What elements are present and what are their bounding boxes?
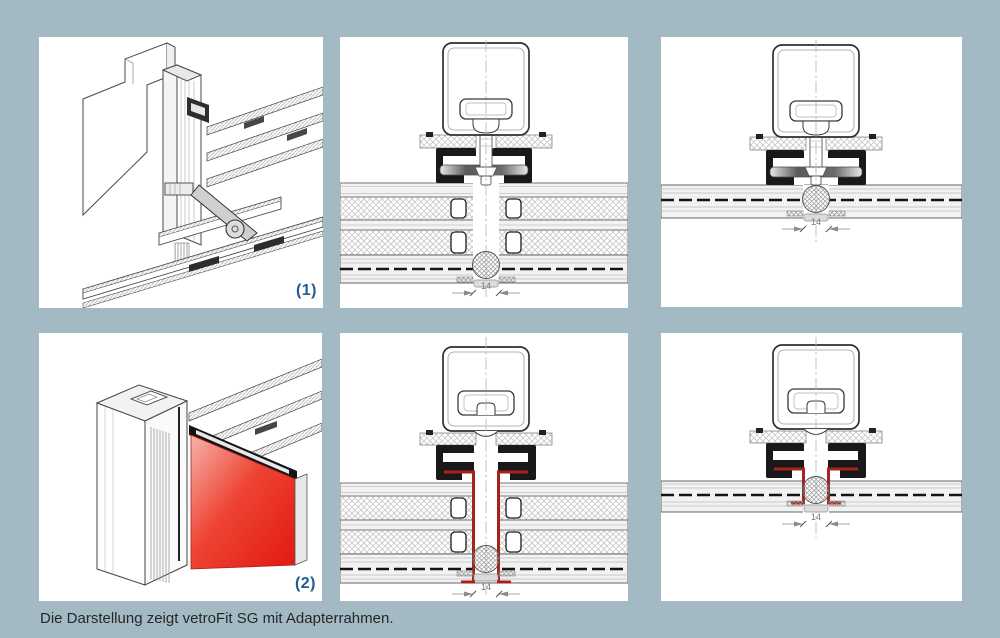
dimension-label: 14	[811, 217, 821, 227]
mullion-column	[95, 384, 189, 586]
joint-gasket	[456, 545, 516, 582]
lower-ladder-rails	[82, 196, 323, 308]
panel-isometric-glass: (2)	[39, 333, 322, 601]
joint-gasket	[786, 476, 846, 513]
panel-section-single-adapter: 14	[661, 333, 962, 601]
sg-adapter-edge	[189, 425, 297, 481]
section-insulated-adapter-drawing: 14	[340, 337, 628, 598]
panel-section-insulated-adapter: 14	[340, 333, 628, 601]
dimension-14: 14	[782, 512, 850, 528]
upper-ladder-rails	[206, 86, 323, 188]
dimension-label: 14	[481, 582, 491, 592]
adapter-profiles	[749, 134, 883, 185]
dimension-label: 14	[481, 281, 491, 291]
section-single-drawing: 14	[661, 40, 962, 242]
toggle-clamp-arm	[164, 182, 258, 242]
section-single-adapter-drawing: 14	[661, 337, 962, 538]
figure-label-1: (1)	[295, 282, 317, 299]
figure-label-2: (2)	[294, 575, 316, 592]
adapter-profiles	[419, 132, 553, 183]
panel-isometric-frame: (1)	[39, 37, 323, 308]
adapter-frame-red	[444, 470, 528, 584]
dimension-14: 14	[452, 582, 520, 598]
isometric-glass-drawing	[95, 358, 322, 586]
panel-section-single: 14	[661, 37, 962, 307]
isometric-frame-drawing	[82, 42, 323, 308]
section-insulated-drawing: 14	[340, 40, 628, 297]
dimension-14: 14	[782, 217, 850, 233]
joint-gasket	[786, 185, 846, 222]
dimension-14: 14	[452, 281, 520, 297]
stepped-plate	[82, 42, 176, 217]
panel-section-insulated: 14	[340, 37, 628, 308]
joint-gasket	[456, 251, 516, 288]
red-glass-pane	[190, 434, 308, 570]
page-caption: Die Darstellung zeigt vetroFit SG mit Ad…	[40, 610, 394, 627]
mullion-column	[161, 64, 209, 262]
dimension-label: 14	[811, 512, 821, 522]
